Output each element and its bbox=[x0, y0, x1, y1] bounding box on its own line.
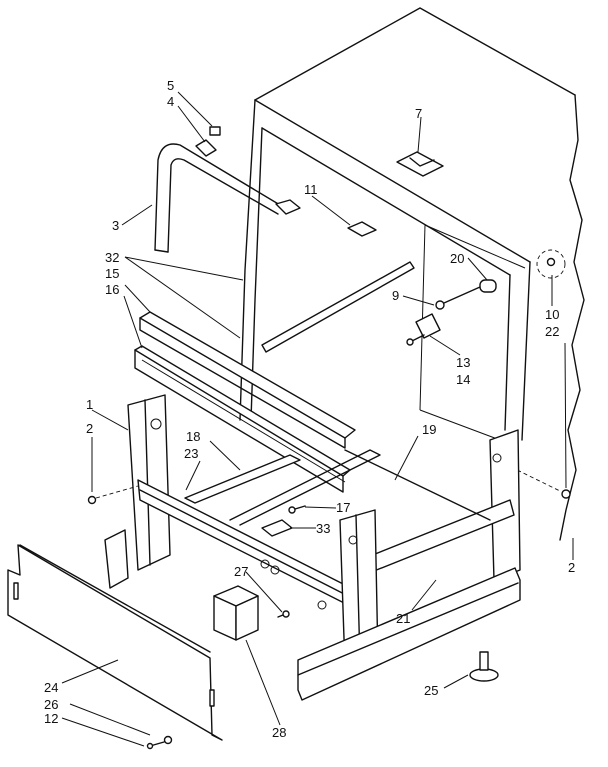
callout-12: 12 bbox=[44, 711, 58, 726]
callout-32: 32 bbox=[105, 250, 119, 265]
callout-24: 24 bbox=[44, 680, 58, 695]
callout-28: 28 bbox=[272, 725, 286, 740]
slide-rails bbox=[134, 311, 356, 493]
leveling-foot bbox=[469, 651, 499, 682]
callout-7: 7 bbox=[415, 106, 422, 121]
kick-panel bbox=[7, 544, 223, 750]
callout-14: 14 bbox=[456, 372, 470, 387]
callout-2-left: 2 bbox=[86, 421, 93, 436]
callout-33: 33 bbox=[316, 521, 330, 536]
callout-21: 21 bbox=[396, 611, 410, 626]
callout-27: 27 bbox=[234, 564, 248, 579]
callout-2-right: 2 bbox=[568, 560, 575, 575]
callout-20: 20 bbox=[450, 251, 464, 266]
callout-9: 9 bbox=[392, 288, 399, 303]
callout-11: 11 bbox=[304, 182, 318, 197]
callout-26: 26 bbox=[44, 697, 58, 712]
callout-23: 23 bbox=[184, 446, 198, 461]
motor-block bbox=[213, 585, 259, 641]
callout-25: 25 bbox=[424, 683, 438, 698]
callout-13: 13 bbox=[456, 355, 470, 370]
callout-4: 4 bbox=[167, 94, 174, 109]
callout-3: 3 bbox=[112, 218, 119, 233]
callout-17: 17 bbox=[336, 500, 350, 515]
leader-lines bbox=[61, 91, 574, 747]
callout-16: 16 bbox=[105, 282, 119, 297]
top-rail-assembly bbox=[154, 126, 301, 253]
callout-15: 15 bbox=[105, 266, 119, 281]
callout-5: 5 bbox=[167, 78, 174, 93]
callout-10: 10 bbox=[545, 307, 559, 322]
base-frame bbox=[87, 394, 521, 701]
callout-22: 22 bbox=[545, 324, 559, 339]
callout-1: 1 bbox=[86, 397, 93, 412]
callout-labels: 5 4 3 7 11 32 15 16 20 9 10 22 13 14 1 2… bbox=[44, 78, 575, 740]
callout-18: 18 bbox=[186, 429, 200, 444]
callout-19: 19 bbox=[422, 422, 436, 437]
tub-body bbox=[239, 7, 585, 541]
